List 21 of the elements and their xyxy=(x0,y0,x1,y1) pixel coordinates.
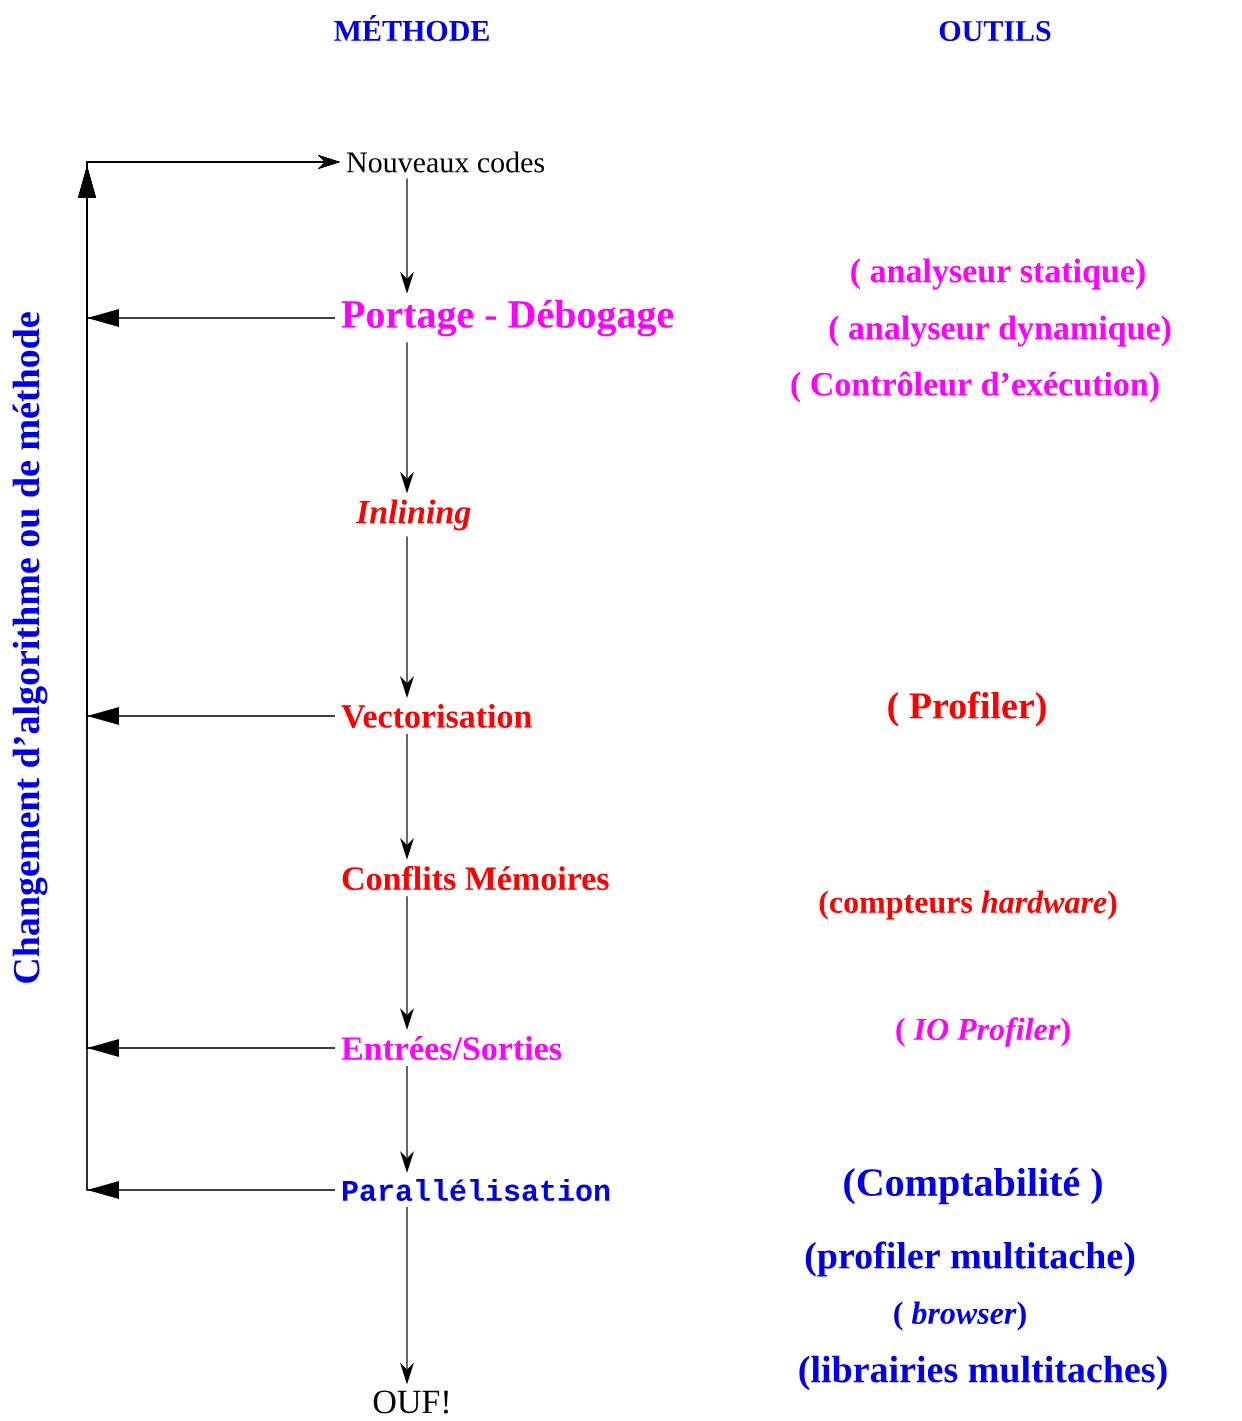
step-label: Entrées/Sorties xyxy=(341,1036,562,1060)
loop-label: Changement d’algorithme ou de méthode xyxy=(12,312,48,983)
tool-label: ( Profiler) xyxy=(888,691,1046,727)
tool-label: ( browser) xyxy=(894,1301,1026,1331)
step-label: Parallélisation xyxy=(343,1179,610,1202)
tool-label: (librairies multitaches) xyxy=(799,1355,1167,1391)
step-label: Conflits Mémoires xyxy=(342,865,609,891)
step-label: Inlining xyxy=(355,499,471,531)
step-label: Nouveaux codes xyxy=(346,151,545,173)
tool-label: ( analyseur statique) xyxy=(851,258,1145,290)
tool-label: (compteurs hardware) xyxy=(819,890,1117,920)
tool-label: ( IO Profiler) xyxy=(896,1017,1070,1047)
step-label: OUF! xyxy=(373,1390,448,1414)
tool-label: (Comptabilité ) xyxy=(844,1167,1102,1205)
tool-label: ( analyseur dynamique) xyxy=(829,315,1171,347)
tool-label: ( Contrôleur d’exécution) xyxy=(791,371,1159,403)
step-label: Vectorisation xyxy=(341,703,532,729)
column-heading: OUTILS xyxy=(939,20,1051,42)
step-label: Portage - Débogage xyxy=(341,299,674,337)
column-heading: MÉTHODE xyxy=(334,15,489,41)
tool-label: (profiler multitache) xyxy=(805,1241,1135,1277)
